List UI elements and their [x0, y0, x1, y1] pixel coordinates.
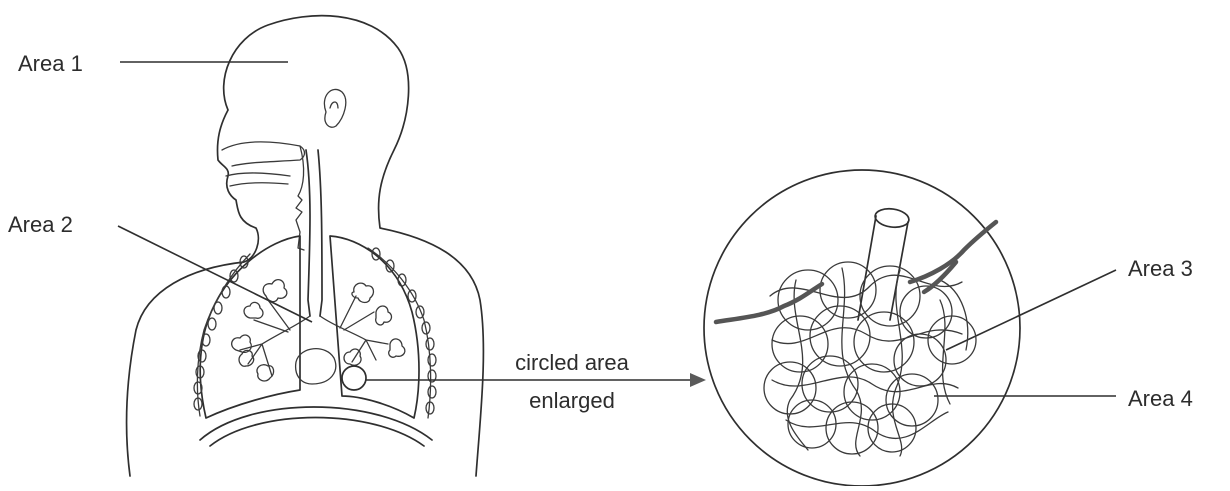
caption-line-1: circled area [515, 350, 629, 375]
ear [324, 89, 345, 127]
enlarge-arrow-head [690, 373, 706, 387]
area-4-label: Area 4 [1128, 386, 1193, 411]
oral-cavity [226, 173, 290, 186]
area-2-label: Area 2 [8, 212, 73, 237]
circled-region [342, 366, 366, 390]
blood-vessel-right [910, 222, 996, 282]
ribs-right [368, 248, 436, 418]
heart [296, 349, 336, 384]
area-3-label: Area 3 [1128, 256, 1193, 281]
pharynx [296, 146, 304, 250]
bronchial-tree [240, 296, 388, 376]
area-3-leader [946, 270, 1116, 350]
nasal-cavity [222, 142, 305, 166]
right-lung [330, 236, 419, 418]
caption-line-2: enlarged [529, 388, 615, 413]
diaphragm [200, 407, 432, 446]
area-1-label: Area 1 [18, 51, 83, 76]
trachea [306, 150, 322, 316]
human-figure [127, 16, 484, 476]
enlarged-view [704, 170, 1020, 486]
labels: Area 1 Area 2 Area 3 Area 4 circled area… [8, 51, 1193, 413]
